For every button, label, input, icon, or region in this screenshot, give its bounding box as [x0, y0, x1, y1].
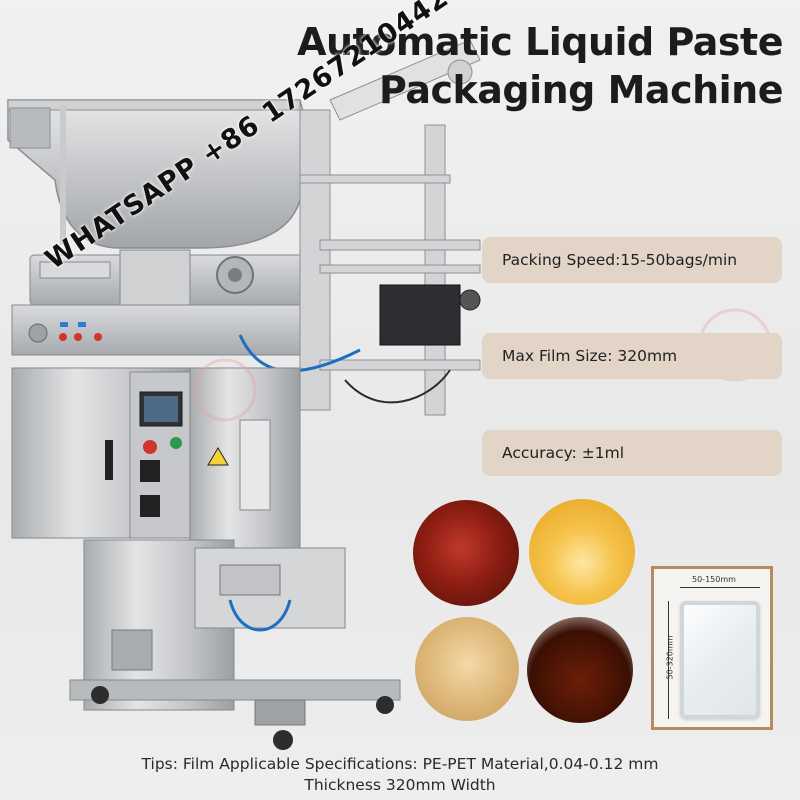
feature-label: Packing Speed:15-50bags/min [502, 251, 738, 269]
sachet-image [680, 601, 760, 719]
lower-base [69, 539, 401, 750]
peanut-butter-image [415, 617, 519, 721]
width-dimension-line [680, 587, 760, 588]
pouch-width-label: 50-150mm [692, 575, 736, 584]
syrup-image [527, 617, 633, 723]
hopper [7, 99, 311, 249]
title-line-2: Packaging Machine [378, 68, 784, 112]
feature-packing-speed: Packing Speed:15-50bags/min [482, 237, 782, 283]
page-title: Automatic Liquid Paste Packaging Machine [238, 18, 783, 114]
height-dimension-line [668, 601, 669, 719]
film-feeding-frame [299, 39, 481, 416]
film-tips: Tips: Film Applicable Specifications: PE… [0, 754, 800, 796]
honey-image [529, 499, 635, 605]
feature-accuracy: Accuracy: ±1ml [482, 430, 782, 476]
pouch-height-label: 50-320mm [665, 635, 675, 680]
chili-sauce-image [413, 500, 519, 606]
tips-line-2: Thickness 320mm Width [304, 776, 496, 794]
feature-label: Max Film Size: 320mm [502, 347, 678, 365]
feature-max-film-size: Max Film Size: 320mm [482, 333, 782, 379]
pouch-size-diagram: 50-150mm 50-320mm [651, 566, 773, 730]
date-coder [238, 284, 481, 404]
upper-frame [11, 304, 313, 356]
feature-label: Accuracy: ±1ml [502, 444, 625, 462]
piston-pump [29, 249, 321, 311]
title-line-1: Automatic Liquid Paste [297, 20, 783, 64]
main-cabinet [11, 367, 301, 549]
tips-line-1: Tips: Film Applicable Specifications: PE… [141, 755, 659, 773]
